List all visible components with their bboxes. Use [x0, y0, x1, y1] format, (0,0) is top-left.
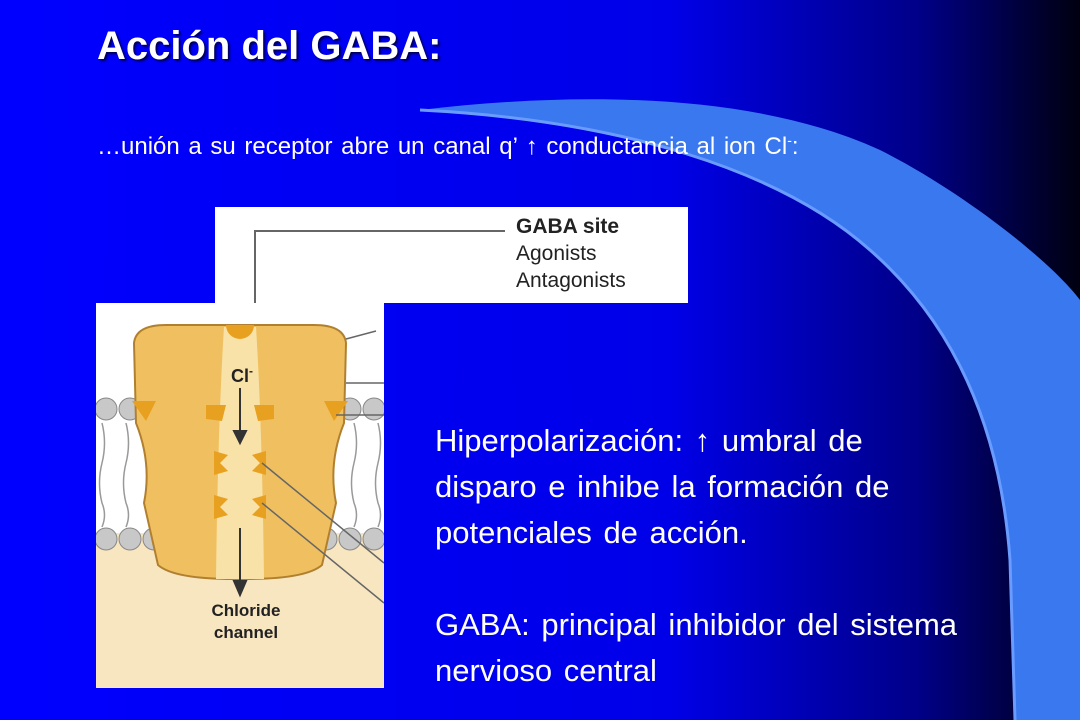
slide-title: Acción del GABA: [97, 24, 442, 68]
flow-arrows [232, 388, 248, 598]
leader-line-top [254, 230, 505, 303]
leader-lines [261, 330, 384, 604]
chloride-channel-diagram [96, 324, 384, 688]
swoosh-shape [420, 99, 1080, 720]
legend-title: GABA site [516, 215, 620, 238]
intro-text: …unión a su receptor abre un canal q’ ↑ … [97, 132, 799, 160]
binding-sites [132, 401, 348, 519]
legend-item-agonists: Agonists [516, 242, 597, 265]
channel-pore [216, 327, 264, 579]
legend-item-antagonists: Antagonists [516, 269, 626, 292]
figure-legend-panel: GABA site Agonists Antagonists [215, 207, 688, 303]
body-text: Hiperpolarización: ↑ umbral de disparo e… [435, 418, 975, 694]
hyperpolarization-paragraph: Hiperpolarización: ↑ umbral de disparo e… [435, 423, 890, 550]
chloride-ion-label: Cl- [231, 364, 253, 386]
channel-figure: Cl- Chloride channel [96, 303, 384, 688]
chloride-channel-label: Chloride channel [211, 601, 281, 642]
gaba-role-paragraph: GABA: principal inhibidor del sistema ne… [435, 607, 958, 688]
swoosh-edge [419, 108, 1017, 720]
gaba-binding-site [226, 325, 254, 339]
gaba-site-legend: GABA site Agonists Antagonists [516, 213, 626, 294]
